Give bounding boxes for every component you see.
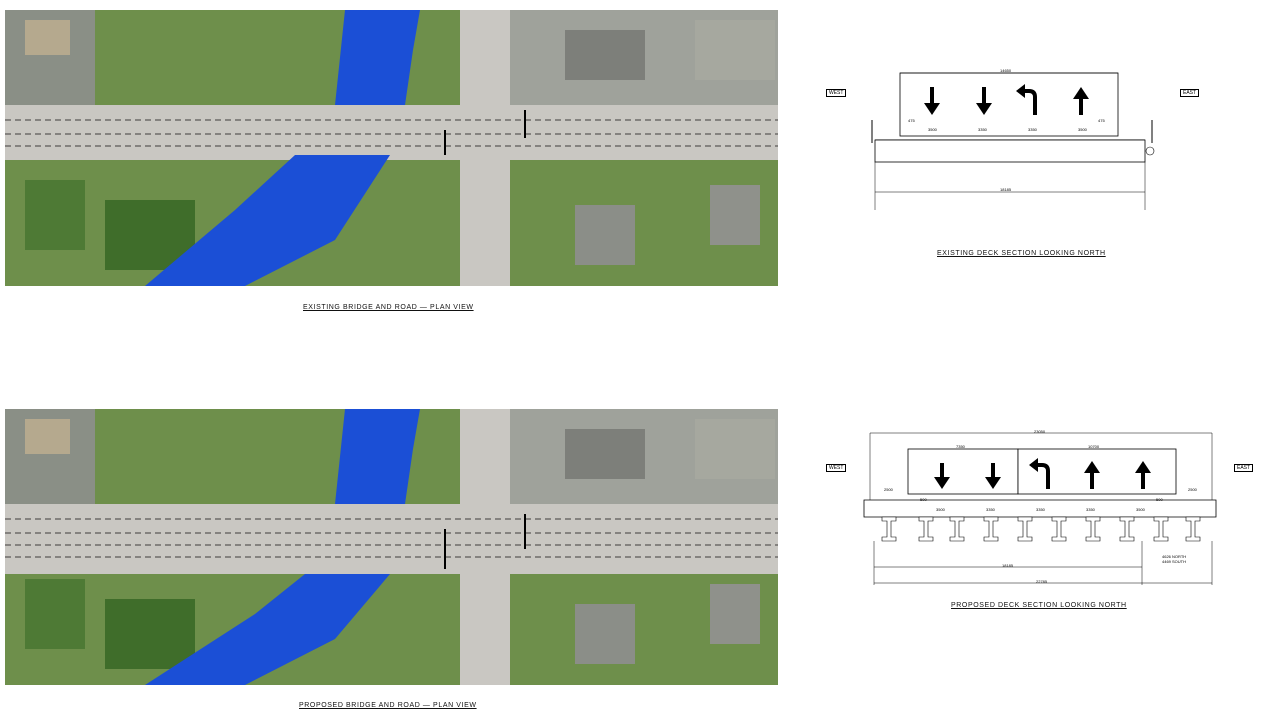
lane-width-dimension: 3350 [978, 127, 987, 132]
building [25, 419, 70, 454]
tree-cluster [105, 599, 195, 669]
existing-section-caption: EXISTING DECK SECTION LOOKING NORTH [937, 250, 1106, 257]
lane-box-southbound [907, 448, 1019, 495]
base-width-dimension: 18185 [1002, 563, 1014, 568]
south-note: 4469 SOUTH [1162, 559, 1187, 564]
tree-cluster [25, 579, 85, 649]
building [565, 30, 645, 80]
lane-arrow-up [1135, 461, 1151, 489]
parking-lot [695, 20, 775, 80]
north-note: 4626 NORTH [1162, 554, 1187, 559]
building [565, 429, 645, 479]
proposed-plan-map [5, 409, 778, 685]
lane-arrow-down [976, 87, 992, 115]
existing-deck-drawing [871, 72, 1155, 210]
existing-plan-map [5, 10, 778, 286]
lane-arrow-down [985, 463, 1001, 489]
existing-plan-caption: EXISTING BRIDGE AND ROAD — PLAN VIEW [303, 304, 474, 311]
proposed-deck-drawing [863, 432, 1217, 585]
total-width-dimension: 22785 [1036, 579, 1048, 584]
existing-deck-section: WEST EAST 14650 475 475 3500 3350 3350 3… [820, 65, 1210, 265]
lane-arrow-down [924, 87, 940, 115]
west-label: WEST [826, 89, 847, 97]
proposed-plan-caption: PROPOSED BRIDGE AND ROAD — PLAN VIEW [299, 702, 477, 709]
deck-slab [874, 139, 1146, 163]
lane-width-dimension: 3500 [1078, 127, 1087, 132]
building [710, 584, 760, 644]
overall-width-dimension: 14650 [1000, 68, 1012, 73]
base-width-dimension: 18185 [1000, 187, 1012, 192]
east-label: EAST [1180, 89, 1200, 97]
lane-arrow-left-turn [1016, 84, 1037, 115]
lane-arrow-down [934, 463, 950, 489]
proposed-deck-section: WEST EAST 23050 7350 10700 2500 2500 500… [820, 425, 1260, 595]
lane-width-dimension: 3350 [1086, 507, 1095, 512]
parking-lot [695, 419, 775, 479]
building [575, 604, 635, 664]
lane-width-dimension: 3500 [936, 507, 945, 512]
overall-width-dimension: 23050 [1034, 429, 1046, 434]
lane-arrow-left-turn [1029, 458, 1050, 489]
tree-cluster [25, 180, 85, 250]
deck-slab [863, 499, 1217, 518]
proposed-plan-view [5, 409, 778, 685]
shoulder-left-dimension: 475 [908, 118, 915, 123]
river [335, 10, 420, 105]
main-road [5, 504, 778, 574]
lane-width-dimension: 3500 [1136, 507, 1145, 512]
main-road [5, 105, 778, 160]
river [335, 409, 420, 504]
sidewalk-right-dimension: 2500 [1188, 487, 1197, 492]
group-right-dimension: 10700 [1088, 444, 1100, 449]
existing-plan-view [5, 10, 778, 286]
east-label: EAST [1234, 464, 1254, 472]
lane-width-dimension: 3350 [1028, 127, 1037, 132]
offset-right-dimension: 500 [1156, 497, 1163, 502]
offset-left-dimension: 500 [920, 497, 927, 502]
shoulder-right-dimension: 475 [1098, 118, 1105, 123]
building [575, 205, 635, 265]
lane-width-dimension: 3500 [928, 127, 937, 132]
lane-arrow-up [1073, 87, 1089, 115]
lane-arrow-up [1084, 461, 1100, 489]
lane-width-dimension: 3350 [1036, 507, 1045, 512]
girders [881, 516, 1201, 542]
river [145, 155, 390, 286]
light-pole-base [1145, 146, 1155, 156]
group-left-dimension: 7350 [956, 444, 965, 449]
building [25, 20, 70, 55]
proposed-section-caption: PROPOSED DECK SECTION LOOKING NORTH [951, 602, 1127, 609]
river [145, 574, 390, 685]
building [710, 185, 760, 245]
lane-width-dimension: 3350 [986, 507, 995, 512]
sidewalk-left-dimension: 2500 [884, 487, 893, 492]
west-label: WEST [826, 464, 847, 472]
